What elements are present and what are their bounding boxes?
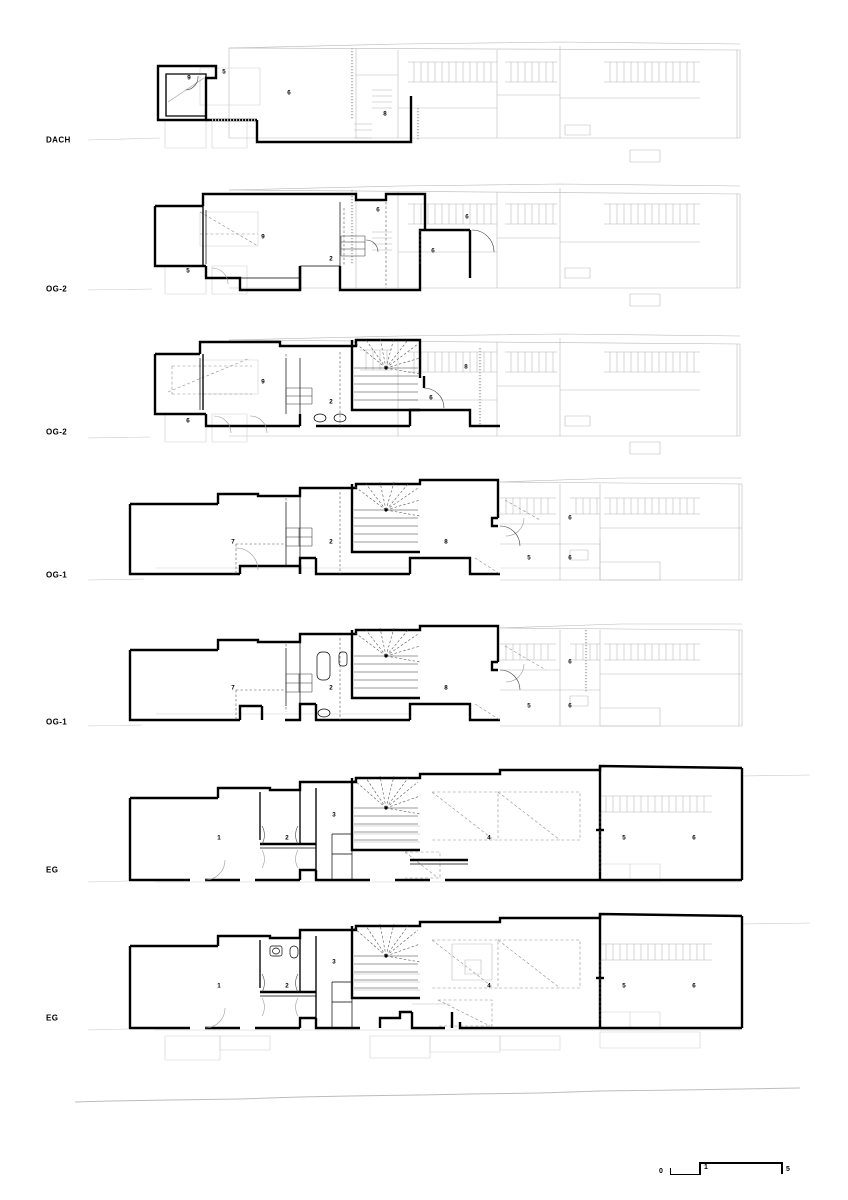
floor-plan-og2-lower: 9 6 2 6 8: [0, 318, 848, 488]
room-number: 6: [692, 983, 696, 990]
floor-plan-eg-upper: 1 2 3 4 5 6: [0, 752, 848, 922]
room-number: 9: [261, 379, 265, 386]
room-number: 5: [527, 555, 531, 562]
level-label-og2-lower: OG-2: [46, 427, 68, 437]
room-number: 4: [487, 983, 491, 990]
built-walls-egl: [128, 912, 744, 1030]
scale-bar-tick-one: [699, 1162, 701, 1175]
room-number: 1: [217, 983, 221, 990]
room-numbers-og1l: 7 2 8 5 6 6: [231, 659, 572, 710]
room-number: 3: [332, 812, 336, 819]
terrain-path: [74, 1087, 801, 1103]
room-numbers-og2l: 9 6 2 6 8: [186, 364, 468, 425]
level-label-og2-upper: OG-2: [46, 284, 68, 294]
room-number: 4: [487, 835, 491, 842]
context-ghost-egu: [87, 774, 811, 883]
room-number: 7: [231, 539, 235, 546]
room-number: 6: [465, 214, 469, 221]
room-number: 6: [186, 418, 190, 425]
floor-plan-eg-lower: 1 2 3 4 5 6: [0, 900, 848, 1070]
room-number: 8: [444, 685, 448, 692]
room-number: 2: [329, 256, 333, 263]
room-number: 2: [329, 685, 333, 692]
scale-bar-segment-upper: [699, 1162, 783, 1164]
level-label-og1-upper: OG-1: [46, 570, 68, 580]
floor-plan-dach: 9 5 6 8: [0, 20, 848, 190]
level-label-og1-lower: OG-1: [46, 717, 68, 727]
scale-bar-tick-five: [781, 1162, 783, 1174]
level-label-dach: DACH: [46, 135, 71, 145]
room-number: 1: [217, 835, 221, 842]
floor-plan-og1-lower: 7 2 8 5 6 6: [0, 608, 848, 778]
room-number: 8: [444, 539, 448, 546]
room-number: 2: [285, 835, 289, 842]
room-numbers-og1u: 7 2 8 5 6 6: [231, 515, 572, 562]
scale-label-1: 1: [704, 1164, 708, 1171]
room-number: 6: [429, 395, 433, 402]
context-ghost-egl: [87, 922, 811, 1061]
floor-plan-og2-upper: 9 5 2 6 6 6: [0, 168, 848, 338]
room-number: 5: [622, 835, 626, 842]
room-number: 6: [287, 90, 291, 97]
room-number: 6: [376, 207, 380, 214]
room-number: 9: [187, 75, 191, 82]
room-number: 9: [261, 234, 265, 241]
scale-label-5: 5: [786, 1166, 790, 1173]
scale-bar-tick-zero: [670, 1168, 672, 1175]
floor-plan-og1-upper: 7 2 8 5 6 6: [0, 462, 848, 632]
room-number: 6: [568, 555, 572, 562]
room-numbers-egu: 1 2 3 4 5 6: [217, 812, 696, 842]
built-walls-og1u: [128, 478, 521, 576]
room-number: 7: [231, 685, 235, 692]
context-ghost-og2l: [87, 333, 741, 455]
context-ghost-og1u: [87, 477, 743, 581]
room-number: 2: [285, 983, 289, 990]
level-label-eg-lower: EG: [46, 1013, 59, 1023]
room-number: 5: [622, 983, 626, 990]
room-number: 6: [692, 835, 696, 842]
built-walls-og1l: [128, 624, 521, 722]
room-number: 2: [329, 399, 333, 406]
room-numbers-dach: 9 5 6 8: [187, 69, 387, 118]
room-number: 5: [527, 703, 531, 710]
built-walls-og2u: [153, 192, 495, 292]
context-ghost-og2u: [87, 183, 741, 307]
room-number: 8: [383, 111, 387, 118]
room-number: 6: [568, 515, 572, 522]
room-number: 3: [332, 959, 336, 966]
room-numbers-og2u: 9 5 2 6 6 6: [186, 207, 469, 275]
built-walls-dach: [156, 64, 413, 144]
room-number: 6: [431, 248, 435, 255]
room-number: 5: [186, 268, 190, 275]
level-label-eg-upper: EG: [46, 865, 59, 875]
site-terrain-line: [74, 1087, 801, 1103]
room-number: 6: [568, 659, 572, 666]
scale-bar-segment-base: [670, 1174, 700, 1176]
room-number: 2: [329, 539, 333, 546]
built-walls-og2l: [153, 337, 500, 434]
room-number: 8: [464, 364, 468, 371]
room-number: 6: [568, 703, 572, 710]
context-ghost-og1l: [87, 623, 743, 727]
room-number: 5: [222, 69, 226, 76]
room-numbers-egl: 1 2 3 4 5 6: [217, 959, 696, 990]
scale-label-0: 0: [659, 1168, 663, 1175]
built-walls-egu: [128, 764, 744, 882]
context-ghost-dach: [87, 41, 741, 163]
